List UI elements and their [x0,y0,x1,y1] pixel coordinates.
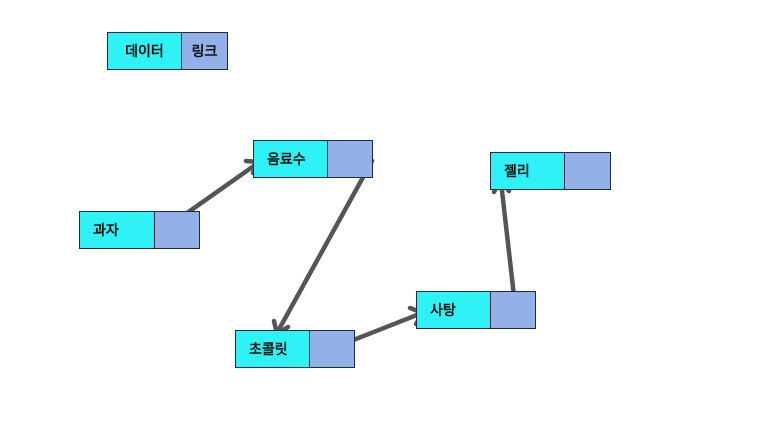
node-link-cell [328,140,373,178]
node-jelly: 젤리 [490,152,611,190]
node-chocolate: 초콜릿 [235,330,355,368]
node-link-cell [565,152,611,190]
node-snack: 과자 [79,211,200,249]
node-data-cell: 초콜릿 [235,330,310,368]
node-link-cell [310,330,355,368]
legend-node: 데이터 링크 [107,32,228,70]
node-link-cell [491,291,536,329]
arrow-candy-to-jelly [498,179,517,299]
node-data-cell: 사탕 [416,291,491,329]
arrow-drink-to-chocolate [274,158,375,336]
node-link-cell [155,211,200,249]
legend-data-cell: 데이터 [107,32,182,70]
node-data-cell: 젤리 [490,152,565,190]
arrow-snack-to-drink [177,160,261,221]
legend-link-cell: 링크 [182,32,228,70]
node-data-cell: 과자 [79,211,155,249]
node-data-cell: 음료수 [253,140,328,178]
node-candy: 사탕 [416,291,536,329]
node-drink: 음료수 [253,140,373,178]
